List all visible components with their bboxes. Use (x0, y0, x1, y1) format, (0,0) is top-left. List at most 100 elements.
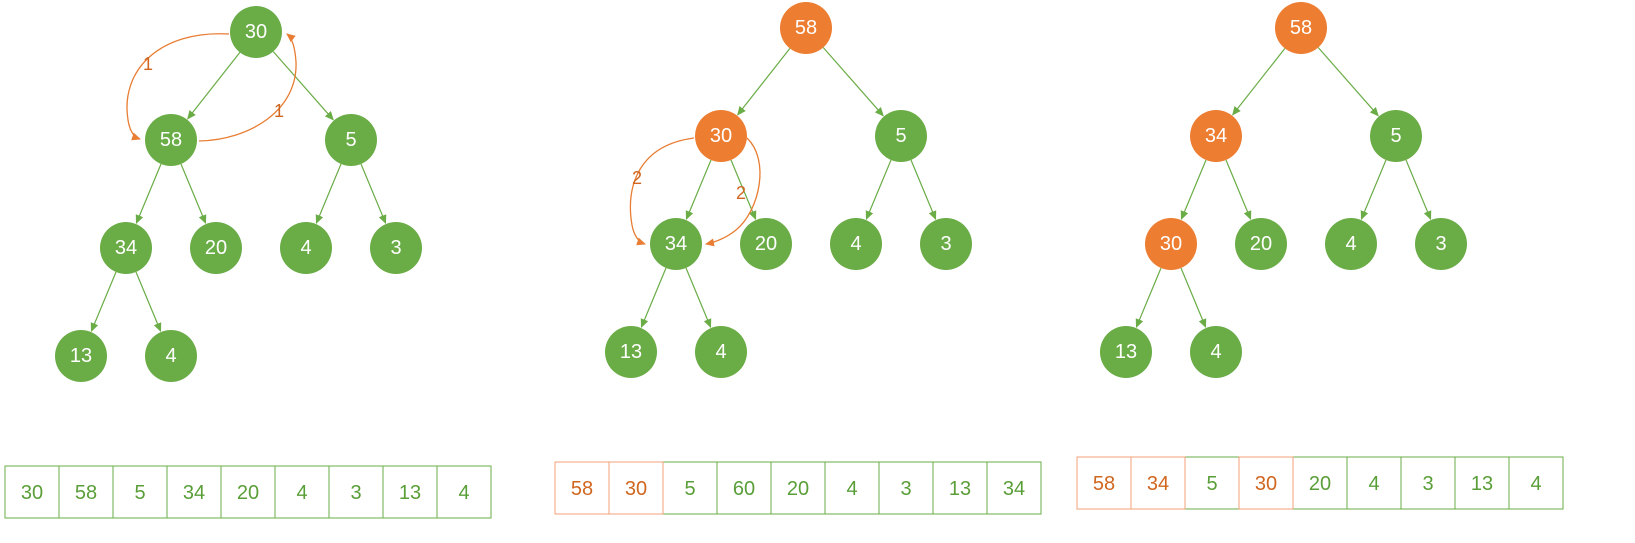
array-cell-value: 4 (846, 478, 857, 500)
array-cell-value: 13 (1471, 473, 1493, 495)
tree-node: 20 (740, 218, 792, 270)
array-cell: 4 (824, 461, 880, 515)
array-cell: 3 (878, 461, 934, 515)
array-cell: 34 (166, 465, 222, 519)
tree-node: 34 (1190, 110, 1242, 162)
swap-arrow (629, 137, 695, 246)
tree-edge (822, 47, 884, 117)
tree-node: 4 (280, 222, 332, 274)
array-cell: 20 (220, 465, 276, 519)
tree-node-circle (230, 6, 282, 58)
array-cell-box (382, 465, 438, 519)
tree-node-label: 58 (160, 129, 182, 151)
tree-node: 5 (325, 114, 377, 166)
tree-edge (910, 159, 937, 221)
tree-node-label: 30 (710, 125, 732, 147)
tree-node-label: 5 (1390, 125, 1401, 147)
array-cell-value: 4 (296, 482, 307, 504)
array-cell-value: 4 (1530, 473, 1541, 495)
array-cell-box (824, 461, 880, 515)
tree-node-circle (695, 326, 747, 378)
array-cell-value: 30 (625, 478, 647, 500)
tree-node-label: 5 (345, 129, 356, 151)
swap-step-label: 1 (274, 101, 284, 121)
tree-node-circle (145, 114, 197, 166)
array-cell-value: 4 (458, 482, 469, 504)
tree-node: 3 (1415, 218, 1467, 270)
tree-edge (865, 159, 892, 221)
swap-arrow (126, 33, 230, 141)
array-cell: 58 (554, 461, 610, 515)
array-cell-value: 20 (787, 478, 809, 500)
array-cell-box (274, 465, 330, 519)
tree-edge (1180, 159, 1207, 221)
tree-node: 58 (145, 114, 197, 166)
tree-node-label: 30 (1160, 233, 1182, 255)
tree-node: 20 (1235, 218, 1287, 270)
array-cell-highlight-border (1130, 456, 1186, 510)
tree-node: 4 (695, 326, 747, 378)
array-cell-box (1076, 456, 1132, 510)
array-cell-value: 13 (399, 482, 421, 504)
tree-node: 20 (190, 222, 242, 274)
tree-node: 4 (145, 330, 197, 382)
tree-node-circle (1275, 2, 1327, 54)
tree-edge (1405, 159, 1432, 221)
tree-node-circle (325, 114, 377, 166)
array-cell-value: 34 (183, 482, 205, 504)
tree-node: 4 (1190, 326, 1242, 378)
tree-edge (737, 48, 791, 116)
tree-node-label: 4 (165, 345, 176, 367)
tree-node: 30 (695, 110, 747, 162)
tree-node-label: 20 (1250, 233, 1272, 255)
tree-node-label: 4 (1345, 233, 1356, 255)
array-cell-box (1130, 456, 1186, 510)
tree-node: 13 (55, 330, 107, 382)
array-cell-box (166, 465, 222, 519)
array-cell-value: 3 (900, 478, 911, 500)
array-cell: 58 (58, 465, 114, 519)
array-cell-value: 20 (237, 482, 259, 504)
array-cell: 60 (716, 461, 772, 515)
tree-node-label: 3 (390, 237, 401, 259)
tree-node: 34 (100, 222, 152, 274)
tree-node: 13 (605, 326, 657, 378)
array-cell-highlight-border (608, 461, 664, 515)
tree-edge (685, 267, 712, 329)
array-cell-value: 60 (733, 478, 755, 500)
tree-node-label: 4 (300, 237, 311, 259)
array-cell: 4 (436, 465, 492, 519)
array-cell-value: 34 (1003, 478, 1025, 500)
tree-edge (685, 159, 712, 221)
array-cell-box (1400, 456, 1456, 510)
tree-edge (640, 267, 667, 329)
tree-node-circle (1325, 218, 1377, 270)
tree-node-label: 20 (205, 237, 227, 259)
array-cell: 30 (1238, 456, 1294, 510)
tree-node-label: 34 (665, 233, 687, 255)
tree-node-circle (1145, 218, 1197, 270)
array-cell: 4 (1346, 456, 1402, 510)
tree-node-label: 4 (715, 341, 726, 363)
tree-node-circle (1190, 326, 1242, 378)
tree-node-label: 4 (1210, 341, 1221, 363)
tree-node: 30 (230, 6, 282, 58)
array-cell-box (554, 461, 610, 515)
tree-node-circle (190, 222, 242, 274)
array-cell: 30 (4, 465, 60, 519)
tree-node-label: 13 (620, 341, 642, 363)
array-cell: 3 (1400, 456, 1456, 510)
array-cell-value: 30 (1255, 473, 1277, 495)
tree-node: 13 (1100, 326, 1152, 378)
tree-edge (90, 271, 117, 333)
array-cell-highlight-border (1238, 456, 1294, 510)
swap-step-label: 1 (143, 54, 153, 74)
array-cell-value: 58 (1093, 473, 1115, 495)
tree-node: 5 (875, 110, 927, 162)
array-cell: 13 (932, 461, 988, 515)
tree-node-circle (1190, 110, 1242, 162)
array-cell: 34 (986, 461, 1042, 515)
